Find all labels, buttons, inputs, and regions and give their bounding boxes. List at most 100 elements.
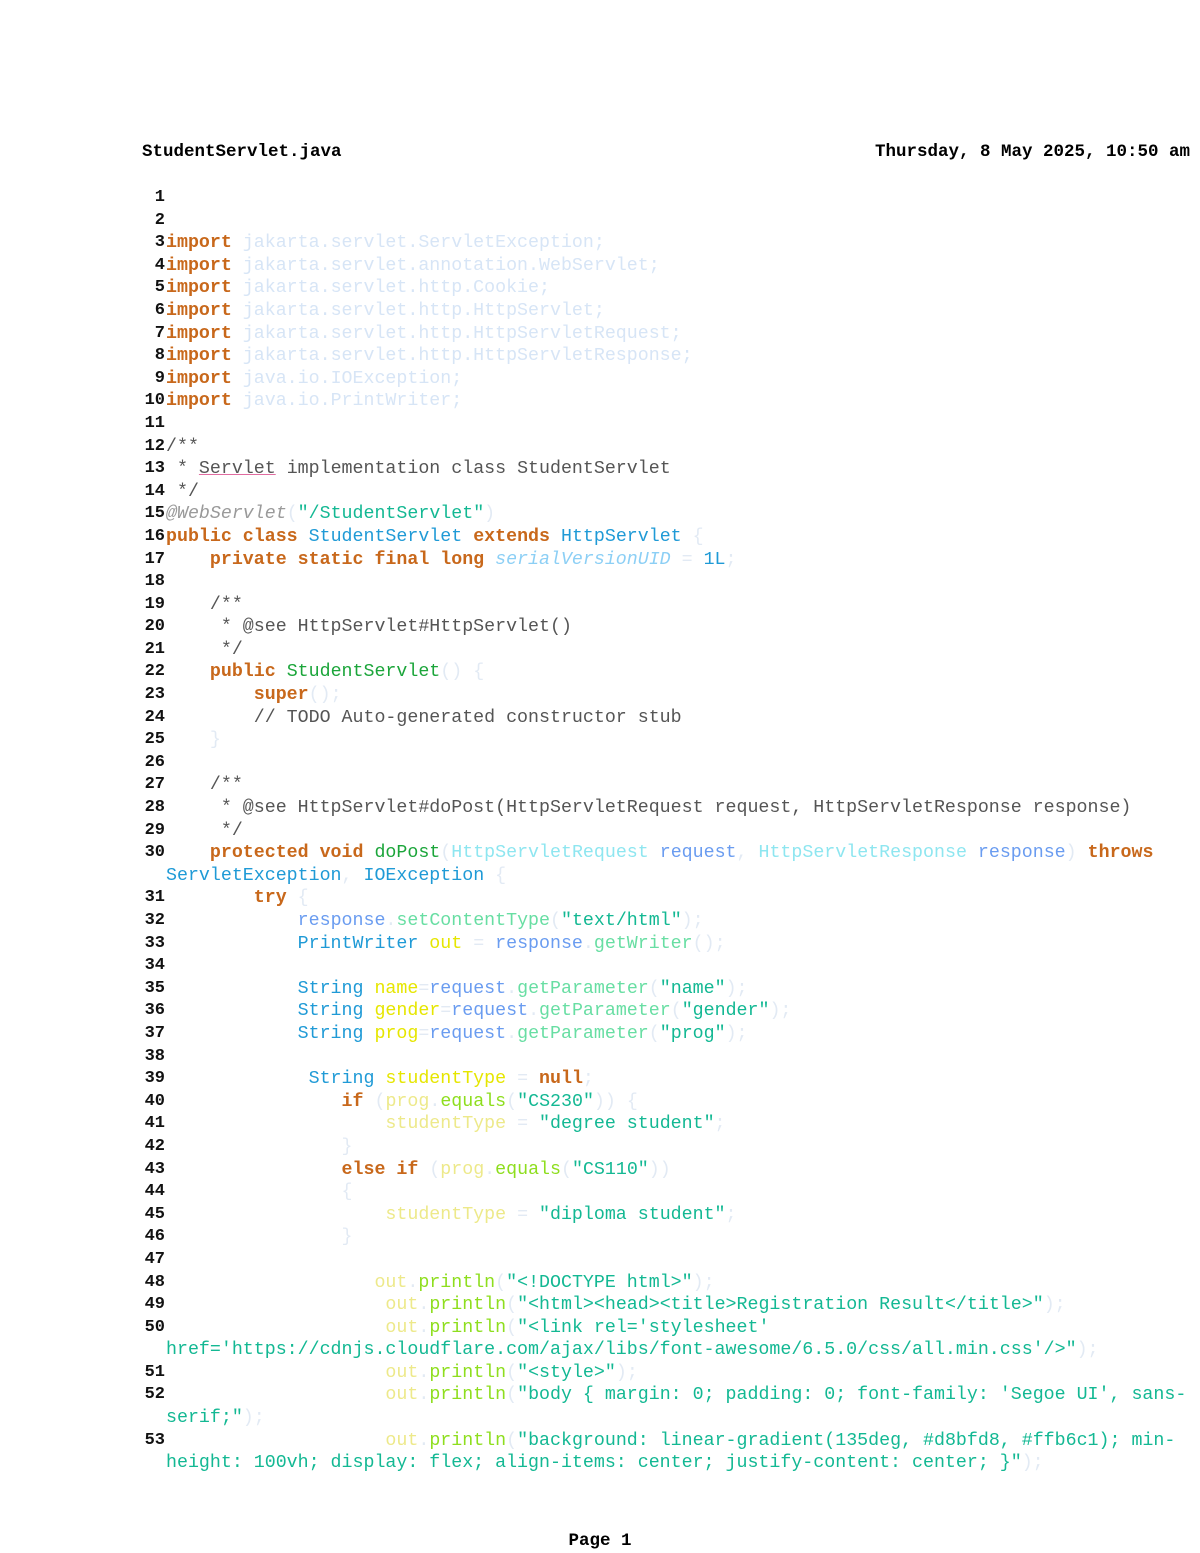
line-number: 35 [144, 978, 165, 998]
code-token: @WebServlet [166, 504, 287, 525]
code-token: println [429, 1362, 507, 1383]
code-token: ( [440, 843, 452, 864]
code-token: prog [385, 1091, 430, 1112]
code-token: . [418, 1317, 430, 1338]
code-token: * [166, 459, 199, 480]
code-token: name [374, 978, 419, 999]
code-token: ; [725, 549, 737, 570]
code-token: . [429, 1091, 441, 1112]
code-line: 25 } [140, 729, 1200, 752]
code-line: 48 out.println("<!DOCTYPE html>"); [140, 1272, 1200, 1295]
code-token: . [407, 1272, 419, 1293]
line-number: 7 [154, 323, 165, 343]
line-number: 11 [144, 413, 165, 433]
line-number: 36 [144, 1001, 165, 1021]
code-text: import java.io.PrintWriter; [165, 390, 462, 413]
code-token: /** [166, 594, 243, 615]
code-token: } [166, 730, 221, 751]
code-line: 44 { [140, 1181, 1200, 1204]
code-token: prog [374, 1023, 419, 1044]
code-token: ( [550, 911, 561, 931]
code-token: ( [506, 1317, 518, 1338]
line-number: 6 [154, 300, 165, 320]
code-token: "<!DOCTYPE html>" [506, 1272, 693, 1293]
code-text: */ [165, 481, 199, 504]
code-token: . [506, 978, 518, 999]
code-token: null [539, 1069, 583, 1090]
code-line: 43 else if (prog.equals("CS110")) [140, 1159, 1200, 1182]
code-text: import jakarta.servlet.ServletException; [165, 232, 605, 255]
code-token: println [429, 1317, 507, 1338]
code-token: import [166, 300, 232, 321]
code-token: . [418, 1362, 430, 1383]
code-line: 40 if (prog.equals("CS230")) { [140, 1091, 1200, 1114]
code-line: 53 out.println("background: linear-gradi… [140, 1430, 1200, 1475]
line-number: 22 [144, 662, 165, 682]
code-token: jakarta.servlet.http.HttpServletRequest; [231, 323, 682, 344]
code-token: ); [242, 1408, 265, 1429]
code-token: ( [506, 1295, 518, 1316]
code-token: println [429, 1430, 507, 1451]
line-number: 25 [144, 730, 165, 750]
code-line: 45 studentType = "diploma student"; [140, 1204, 1200, 1227]
code-token: "body { margin: 0; padding: 0; font-fami… [517, 1385, 1187, 1406]
line-number: 4 [154, 255, 165, 275]
code-text: public class StudentServlet extends Http… [165, 526, 704, 549]
line-number: 49 [144, 1295, 165, 1315]
code-token: import [166, 233, 232, 254]
code-text: import jakarta.servlet.annotation.WebSer… [165, 255, 660, 278]
code-token: "prog" [659, 1023, 726, 1044]
code-token: println [429, 1385, 507, 1406]
code-token: "gender" [681, 1001, 770, 1022]
code-line: 14 */ [140, 481, 1200, 504]
line-number: 42 [144, 1136, 165, 1156]
code-text: /** [165, 774, 243, 797]
code-token: try [166, 888, 287, 909]
code-token: equals [440, 1091, 507, 1112]
code-token: ( [506, 1385, 518, 1406]
code-line: 49 out.println("<html><head><title>Regis… [140, 1294, 1200, 1317]
code-token: ; [725, 1204, 737, 1225]
code-text: */ [165, 820, 243, 843]
line-number: 48 [144, 1272, 165, 1292]
line-number: 53 [144, 1430, 165, 1450]
code-text: } [165, 729, 221, 752]
code-token: * @see HttpServlet#HttpServlet() [166, 617, 572, 638]
line-number: 1 [154, 188, 165, 207]
page-number: Page 1 [568, 1531, 632, 1551]
code-token: . [418, 1430, 430, 1451]
code-token: out [166, 1295, 419, 1316]
code-token: StudentServlet [286, 662, 441, 683]
line-number: 34 [144, 956, 165, 976]
code-token: ( [648, 978, 660, 999]
code-token: HttpServletRequest [451, 843, 649, 864]
code-token: ); [769, 1001, 792, 1022]
code-text [165, 187, 166, 210]
code-token: { [484, 865, 507, 886]
line-number: 41 [144, 1114, 165, 1134]
line-number: 12 [144, 436, 165, 456]
code-token: request [429, 1023, 507, 1044]
code-token: ) [484, 504, 496, 525]
code-text: import jakarta.servlet.http.HttpServletR… [165, 323, 682, 346]
code-text: * Servlet implementation class StudentSe… [165, 458, 671, 481]
code-token: ; [582, 1069, 594, 1090]
code-token: getParameter [517, 978, 649, 999]
code-token: * @see HttpServlet#doPost(HttpServletReq… [166, 798, 1132, 819]
code-line: 37 String prog=request.getParameter("pro… [140, 1023, 1200, 1046]
code-line: 52 out.println("body { margin: 0; paddin… [140, 1384, 1200, 1429]
code-token: = [418, 1023, 430, 1044]
line-number: 37 [144, 1023, 165, 1043]
code-text: String gender=request.getParameter("gend… [165, 1000, 792, 1023]
code-token: href='https://cdnjs.cloudflare.com/ajax/… [166, 1340, 1077, 1361]
code-token: . [582, 933, 594, 954]
code-token: implementation class StudentServlet [275, 459, 671, 480]
code-text: super(); [165, 684, 342, 707]
code-token: ( [495, 1272, 507, 1293]
code-token: ) [1065, 843, 1088, 864]
code-token: equals [495, 1159, 561, 1180]
code-token: getWriter [593, 933, 693, 954]
line-number: 43 [144, 1159, 165, 1179]
